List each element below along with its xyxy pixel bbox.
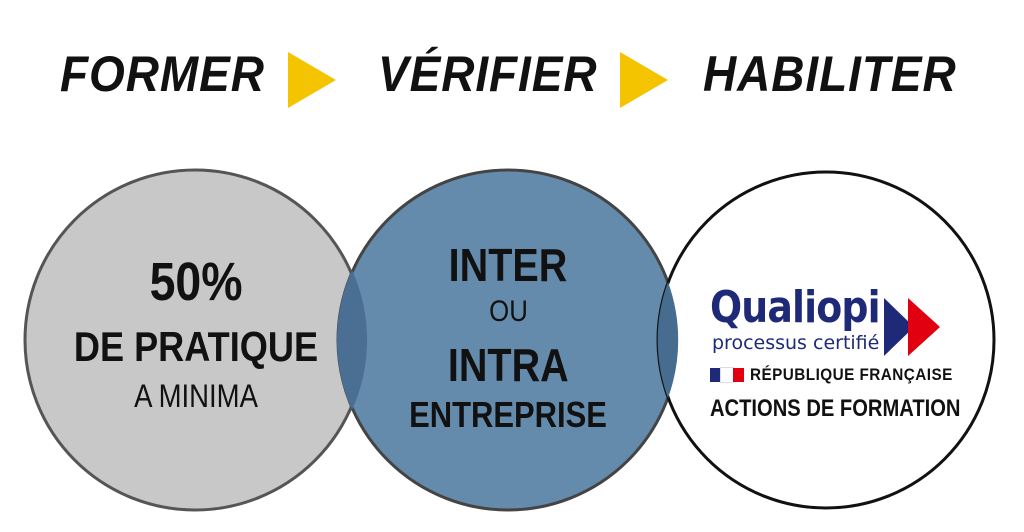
- republique-francaise: RÉPUBLIQUE FRANÇAISE: [750, 365, 953, 384]
- step-former: FORMER: [60, 46, 265, 102]
- logo-wordmark: Qualiopi: [710, 282, 881, 333]
- triangle-arrow-icon: [620, 52, 668, 108]
- format-or: OU: [488, 295, 528, 328]
- qualiopi-logo: Qualiopi processus certifié RÉPUBLIQUE F…: [700, 282, 961, 432]
- step-verifier: VÉRIFIER: [378, 46, 598, 102]
- circle-overlap: [336, 270, 368, 410]
- qualiopi-double-arrow-icon: [884, 298, 940, 356]
- step-habiliter: HABILITER: [703, 46, 957, 102]
- triangle-arrow-icon: [288, 52, 336, 108]
- actions-de-formation: ACTIONS DE FORMATION: [710, 395, 961, 422]
- format-inter: INTER: [448, 239, 568, 291]
- practice-label: DE PRATIQUE: [73, 323, 319, 370]
- circle-overlap: [657, 282, 679, 398]
- practice-minimum: A MINIMA: [134, 378, 258, 414]
- practice-percent: 50%: [149, 252, 243, 312]
- logo-tagline: processus certifié: [712, 332, 880, 354]
- format-entreprise: ENTREPRISE: [409, 394, 607, 435]
- french-flag-icon: [710, 367, 744, 383]
- format-intra: INTRA: [447, 339, 569, 391]
